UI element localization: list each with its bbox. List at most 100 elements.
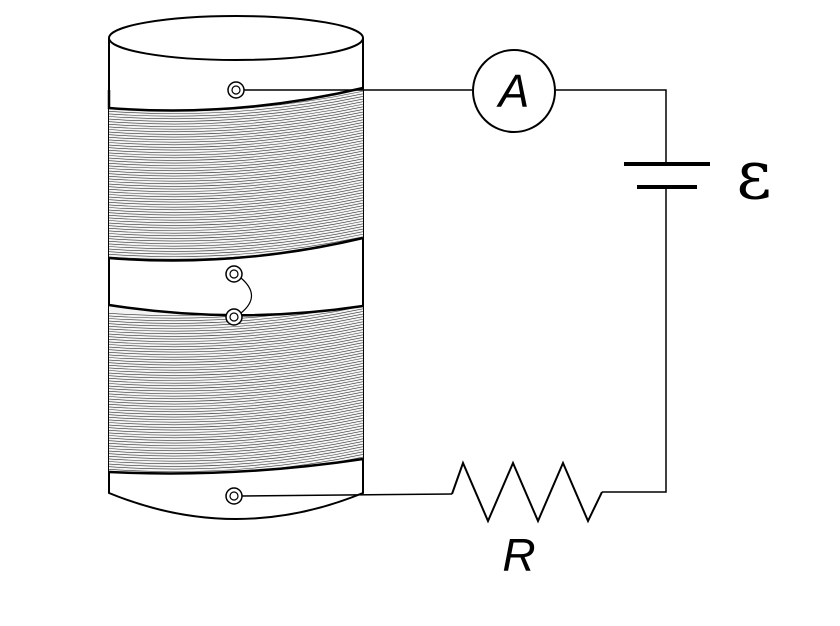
coil-winding-line <box>109 351 363 374</box>
coil-winding-line <box>109 178 363 200</box>
coil-winding-line <box>109 173 363 195</box>
coil-winding-line <box>109 165 363 187</box>
terminal-top <box>227 81 245 99</box>
coil-winding-line <box>109 310 363 332</box>
coil-winding-line <box>109 207 363 229</box>
coil-winding-line <box>109 194 363 216</box>
coil-winding-line <box>109 370 363 392</box>
coil-winding-line <box>109 222 363 244</box>
coil-winding-line <box>109 388 363 410</box>
wire-resistor-to-coil <box>241 493 453 497</box>
coil-winding-line <box>109 233 363 255</box>
coil-winding-line <box>109 338 363 361</box>
coil-winding-line <box>109 113 363 135</box>
coil-winding-line <box>109 419 363 441</box>
coil-winding-line <box>109 181 363 203</box>
coil-winding-line <box>109 126 363 148</box>
coil-winding-line <box>109 147 363 169</box>
resistor <box>451 460 603 524</box>
coil-winding-line <box>109 307 363 329</box>
coil-winding-line <box>109 359 363 381</box>
coil-winding-line <box>109 168 363 190</box>
coil-winding-line <box>109 440 363 462</box>
coil-winding-line <box>109 196 363 218</box>
coil-winding-line <box>109 396 363 418</box>
coil-winding-line <box>109 199 363 221</box>
coil-winding-line <box>109 175 363 198</box>
coil-winding-line <box>109 155 363 177</box>
coil-winding-line <box>109 411 363 433</box>
coil-winding-line <box>109 325 363 348</box>
coil-winding-line <box>109 315 363 337</box>
circuit-wires <box>241 89 667 497</box>
coil-winding-line <box>109 393 363 415</box>
emf-label: ε <box>736 136 771 215</box>
coil-winding-line <box>109 188 363 211</box>
coil-winding-line <box>109 170 363 192</box>
coil-winding-line <box>109 336 363 358</box>
coil-winding-line <box>109 123 363 146</box>
coil-winding-line <box>109 349 363 371</box>
wire-ammeter-to-battery <box>556 89 667 164</box>
coil-winding-line <box>109 383 363 405</box>
coil-winding-line <box>109 320 363 342</box>
coil-winding-line <box>109 435 363 457</box>
coil-winding-line <box>109 406 363 428</box>
coil-winding-line <box>109 183 363 205</box>
coil-winding-line <box>109 367 363 389</box>
coil-winding-line <box>109 92 363 114</box>
coil-winding-line <box>109 401 363 423</box>
coil-winding-line <box>109 121 363 143</box>
coil-winding-line <box>109 445 363 467</box>
coil-winding-line <box>109 139 363 161</box>
coil-winding-line <box>109 354 363 376</box>
coil-winding-line <box>109 105 363 127</box>
coil-winding-line <box>109 209 363 231</box>
coil-winding-line <box>109 344 363 366</box>
ammeter-label: A <box>496 65 530 117</box>
jumper-wire <box>240 277 253 314</box>
coil-winding-line <box>109 432 363 454</box>
coil-winding-line <box>109 152 363 174</box>
wire-battery-to-resistor <box>602 187 667 493</box>
coil-winding-line <box>109 331 363 353</box>
coil-winding-line <box>109 437 363 459</box>
coil-winding-line <box>109 136 363 159</box>
coil-winding-line <box>109 118 363 140</box>
coil-winding-line <box>109 235 363 257</box>
coil-winding-line <box>109 160 363 182</box>
coil-winding-line <box>109 312 363 335</box>
coil-winding-line <box>109 131 363 153</box>
coil-winding-line <box>109 103 363 125</box>
coil-winding-line <box>109 409 363 431</box>
coil-winding-line <box>109 217 363 239</box>
coil-winding-line <box>109 364 363 387</box>
coil-winding-line <box>109 318 363 340</box>
coil-winding-line <box>109 95 363 117</box>
coil-winding-line <box>109 341 363 363</box>
coil-winding-line <box>109 450 363 472</box>
coil-winding-line <box>109 323 363 345</box>
coil-winding-line <box>109 390 363 413</box>
coil-winding-line <box>109 333 363 355</box>
coil-winding-line <box>109 142 363 164</box>
coil-winding-line <box>109 448 363 470</box>
resistor-label: R <box>502 529 535 581</box>
coil-winding-line <box>109 372 363 394</box>
coil-winding-line <box>109 204 363 226</box>
coil-winding-line <box>109 385 363 407</box>
coil-winding-line <box>109 346 363 368</box>
coil-winding-line <box>109 403 363 426</box>
coil-winding-line <box>109 214 363 237</box>
coil-winding-line <box>109 191 363 213</box>
coil-winding-line <box>109 429 363 452</box>
coil-winding-line <box>109 375 363 397</box>
coil-winding-line <box>109 230 363 252</box>
coil-winding-line <box>109 414 363 436</box>
coil-winding-line <box>109 422 363 444</box>
cylinder-top-ellipse <box>108 15 364 61</box>
ammeter: A <box>472 49 556 133</box>
upper-coil <box>107 86 364 262</box>
coil-winding-line <box>109 110 363 133</box>
